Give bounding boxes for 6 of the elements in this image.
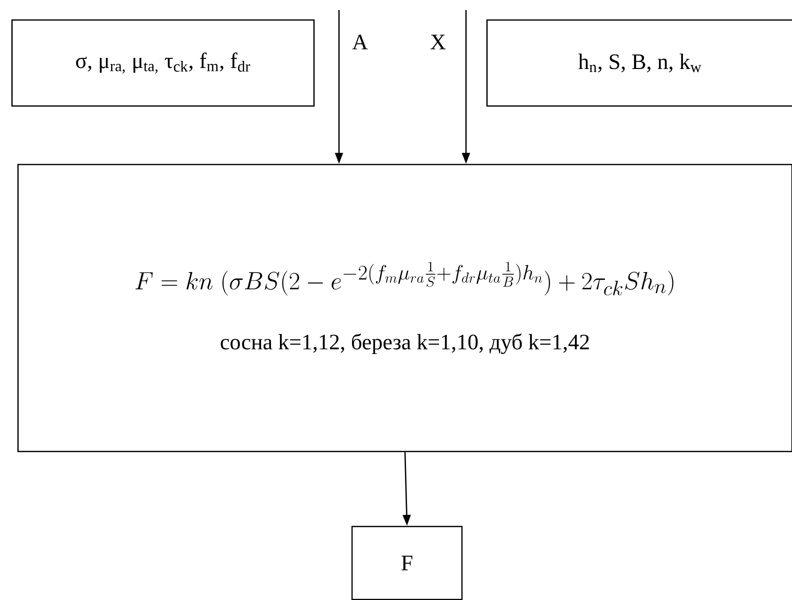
input-box: h$_{n}$, S, B, n, k$_{w}$ — [486, 19, 792, 107]
process-box: $F = kn\;(\sigma BS(2-e^{-2(f_m\mu_{ra}\frac{1}{S}+f_{dr}\mu_{ta}\frac{1}{B})h_n})+2\tau_{ck}Sh_n)$ сосна k=1,12, береза k=1,10, дуб k=1,42 — [17, 164, 792, 452]
output-box: F — [351, 526, 463, 600]
input-box: σ, μ$_{ra,}$ μ$_{ta,}$ τ$_{ck}$, f$_{m}$, f$_{dr}$ — [11, 19, 315, 107]
edge-label: A — [352, 34, 368, 50]
edge-label: X — [430, 34, 446, 50]
